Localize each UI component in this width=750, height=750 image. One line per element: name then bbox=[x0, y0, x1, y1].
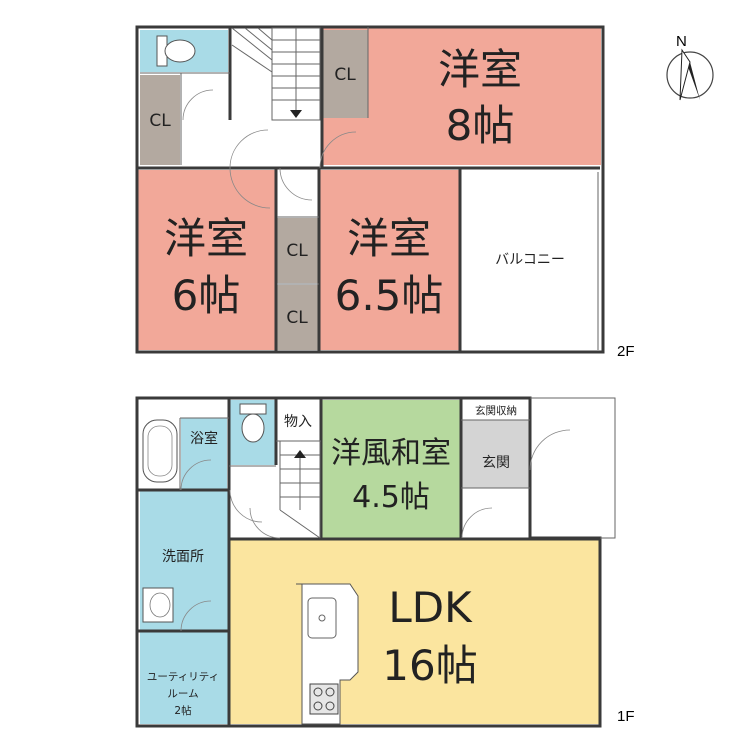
room-western-65-fill bbox=[318, 170, 459, 350]
ldk-name: LDK bbox=[388, 583, 473, 632]
room-western-6-fill bbox=[137, 170, 275, 350]
north-arrow-icon: N bbox=[666, 33, 714, 101]
room-western-65-name: 洋室 bbox=[347, 214, 431, 263]
floor-2-label: 2F bbox=[617, 343, 635, 360]
ldk-fill bbox=[230, 540, 600, 724]
room-western-8-name: 洋室 bbox=[438, 45, 522, 94]
ldk-size: 16帖 bbox=[382, 641, 477, 690]
entrance-storage-fill bbox=[462, 400, 530, 420]
closet-2f-top-label: CL bbox=[334, 65, 356, 85]
japanese-room-name: 洋風和室 bbox=[331, 436, 451, 471]
stairs-up-arrow-icon bbox=[294, 450, 306, 458]
kitchen-sink-icon bbox=[307, 597, 337, 639]
room-western-65-size: 6.5帖 bbox=[335, 271, 444, 320]
utility-label-line2: ルーム bbox=[167, 688, 198, 700]
closet-2f-left-label: CL bbox=[149, 111, 171, 131]
stove-icon bbox=[309, 683, 339, 715]
balcony-fill bbox=[462, 170, 600, 350]
bath-label: 浴室 bbox=[190, 430, 218, 447]
stairs-2f bbox=[231, 27, 321, 121]
utility-fill bbox=[140, 632, 228, 724]
closet-2f-mid-a-fill bbox=[277, 218, 318, 283]
storage-fill bbox=[277, 400, 320, 440]
entrance-fill bbox=[462, 420, 530, 488]
closet-2f-top-fill bbox=[323, 30, 368, 118]
closet-2f-mid-b-label: CL bbox=[286, 308, 308, 328]
balcony-label: バルコニー bbox=[495, 252, 565, 268]
closet-2f-left-fill bbox=[140, 75, 180, 165]
washbasin-icon bbox=[142, 587, 174, 623]
bathtub-icon bbox=[142, 419, 178, 483]
floor-2: 洋室 8帖 洋室 6帖 洋室 6.5帖 バルコニー CL CL CL CL 2F bbox=[135, 25, 635, 360]
floor-1: 浴室 物入 洋風和室 4.5帖 玄関収納 玄関 洗面所 LDK 16帖 ユーティ… bbox=[135, 396, 635, 728]
closet-2f-mid-b-fill bbox=[277, 285, 318, 350]
stairs-down-arrow-icon bbox=[290, 110, 302, 118]
closet-2f-mid-a-label: CL bbox=[286, 241, 308, 261]
washroom-label: 洗面所 bbox=[162, 549, 204, 565]
bath-fill bbox=[181, 418, 227, 490]
floor-1-label: 1F bbox=[617, 708, 635, 725]
utility-label-line3: 2帖 bbox=[174, 704, 192, 717]
room-western-8-size: 8帖 bbox=[446, 101, 515, 150]
toilet-2f-icon bbox=[156, 35, 196, 67]
utility-label-line1: ユーティリティ bbox=[147, 671, 219, 683]
compass-north-label: N bbox=[676, 33, 687, 50]
entrance-label: 玄関 bbox=[482, 454, 510, 471]
kitchen-counter bbox=[296, 583, 359, 725]
japanese-room-size: 4.5帖 bbox=[352, 480, 430, 515]
japanese-room-fill bbox=[322, 400, 460, 538]
stairs-1f bbox=[279, 441, 321, 539]
storage-label: 物入 bbox=[284, 414, 312, 430]
toilet-1f-icon bbox=[239, 403, 267, 443]
room-western-6-name: 洋室 bbox=[164, 214, 248, 263]
entrance-storage-label: 玄関収納 bbox=[475, 404, 517, 417]
room-western-8-fill bbox=[323, 28, 601, 165]
room-western-6-size: 6帖 bbox=[172, 271, 241, 320]
